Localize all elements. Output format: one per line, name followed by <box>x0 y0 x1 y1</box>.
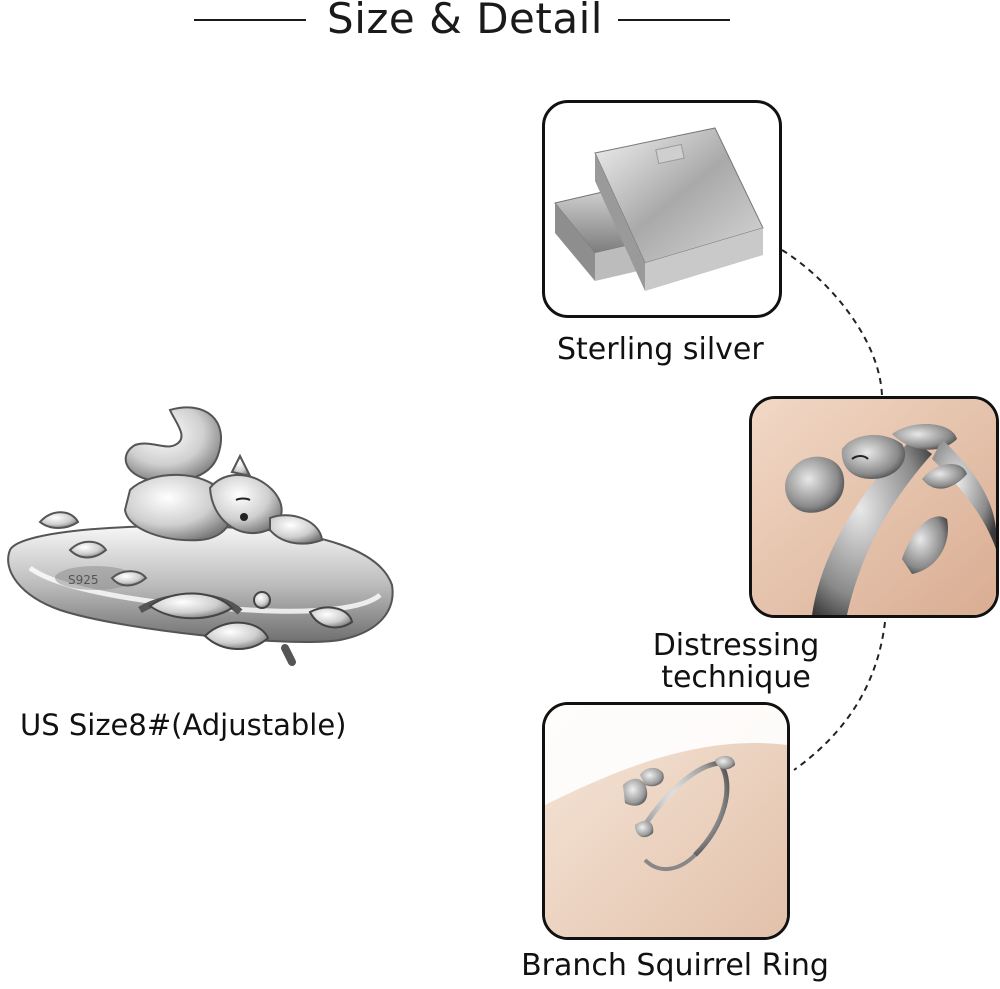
feature-card-ring <box>542 702 790 940</box>
dashed-connector <box>781 249 886 771</box>
feature-card-distressing <box>749 396 999 618</box>
feature-caption-line2: technique <box>661 660 811 695</box>
silver-bars-icon <box>554 127 764 291</box>
size-label: US Size8#(Adjustable) <box>20 708 347 742</box>
main-ring-image: S925 <box>0 400 400 680</box>
ring-on-finger-photo <box>545 705 787 937</box>
ring-closeup-photo <box>752 399 996 615</box>
feature-caption-distressing: Distressing technique <box>646 630 826 694</box>
page-title: Size & Detail <box>327 0 603 43</box>
title-rule-left <box>194 19 306 21</box>
ring-stamp: S925 <box>68 573 99 587</box>
title-rule-right <box>618 19 730 21</box>
feature-caption-ring: Branch Squirrel Ring <box>521 948 829 983</box>
feature-caption-silver: Sterling silver <box>557 332 764 367</box>
feature-card-silver <box>542 100 782 318</box>
feature-caption-line1: Distressing <box>652 628 820 663</box>
